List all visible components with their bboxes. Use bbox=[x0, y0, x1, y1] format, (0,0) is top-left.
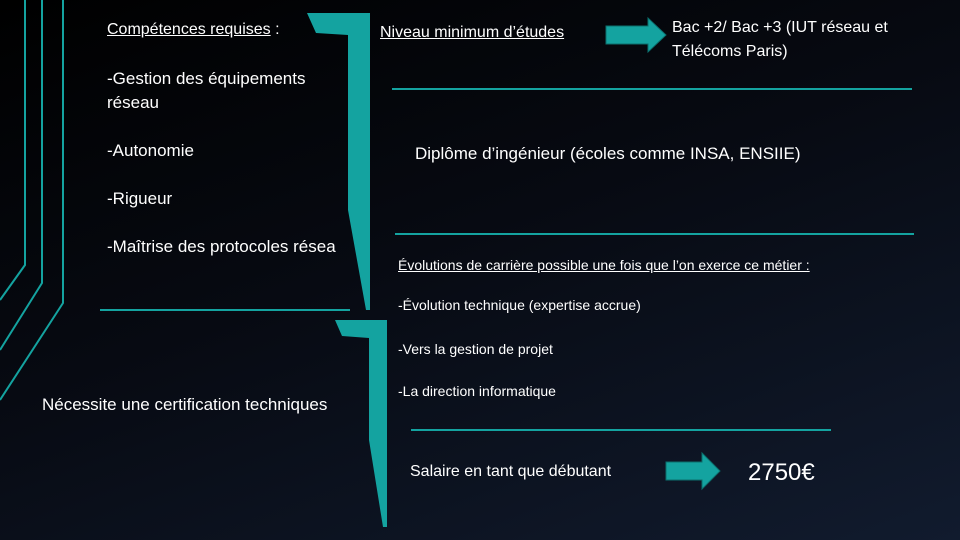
diploma-text: Diplôme d’ingénieur (écoles comme INSA, … bbox=[415, 144, 801, 163]
skills-heading-colon: : bbox=[270, 21, 280, 38]
skills-heading-text: Compétences requises bbox=[107, 21, 271, 38]
bracket-top bbox=[307, 13, 370, 310]
career-item: -Évolution technique (expertise accrue) bbox=[398, 297, 641, 313]
career-heading: Évolutions de carrière possible une fois… bbox=[398, 257, 810, 273]
arrow-right-icon bbox=[605, 16, 667, 54]
career-item: -La direction informatique bbox=[398, 383, 556, 399]
career-item: -Vers la gestion de projet bbox=[398, 341, 553, 357]
left-lines bbox=[0, 0, 64, 401]
education-value-line1: Bac +2/ Bac +3 (IUT réseau et bbox=[672, 19, 888, 36]
salary-value: 2750€ bbox=[748, 459, 815, 486]
arrow-right-icon bbox=[665, 451, 721, 491]
education-heading: Niveau minimum d’études bbox=[380, 24, 565, 41]
skill-item: -Maîtrise des protocoles résea bbox=[107, 237, 336, 256]
certification-text: Nécessite une certification techniques bbox=[42, 395, 328, 414]
salary-label: Salaire en tant que débutant bbox=[410, 463, 612, 480]
skill-item: -Autonomie bbox=[107, 141, 194, 160]
skill-item: réseau bbox=[107, 93, 159, 112]
skills-heading: Compétences requises : bbox=[107, 21, 280, 39]
skill-item: -Rigueur bbox=[107, 189, 173, 208]
bracket-bottom bbox=[335, 320, 387, 527]
skill-item: -Gestion des équipements bbox=[107, 69, 306, 88]
education-value-line2: Télécoms Paris) bbox=[672, 43, 788, 60]
